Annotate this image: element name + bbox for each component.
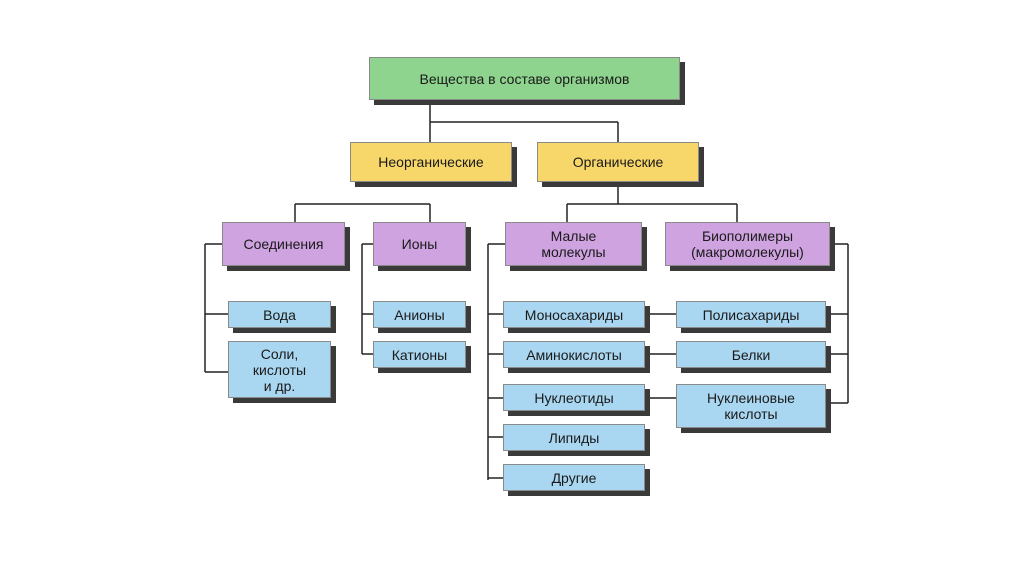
compounds-node: Соединения <box>222 222 345 266</box>
leaf-cations: Катионы <box>373 341 466 368</box>
leaf-other: Другие <box>503 464 645 491</box>
leaf-salts-acids: Соли, кислоты и др. <box>228 341 331 398</box>
organic-node: Органические <box>537 142 699 182</box>
leaf-amino-acids: Аминокислоты <box>503 341 645 368</box>
leaf-cations-label: Катионы <box>391 346 448 363</box>
leaf-nucleotides: Нуклеотиды <box>503 384 645 411</box>
leaf-proteins: Белки <box>676 341 826 368</box>
leaf-polysaccharides: Полисахариды <box>676 301 826 328</box>
leaf-salts-acids-label: Соли, кислоты и др. <box>252 345 307 394</box>
leaf-amino-acids-label: Аминокислоты <box>526 346 622 363</box>
leaf-anions-label: Анионы <box>394 306 445 323</box>
compounds-label: Соединения <box>243 236 324 252</box>
ions-node: Ионы <box>373 222 466 266</box>
leaf-water: Вода <box>228 301 331 328</box>
leaf-nucleic-acids-label: Нуклеиновые кислоты <box>707 390 795 422</box>
organic-label: Органические <box>572 154 664 170</box>
leaf-nucleic-acids: Нуклеиновые кислоты <box>676 384 826 428</box>
small-molecules-node: Малые молекулы <box>505 222 642 266</box>
leaf-lipids-label: Липиды <box>548 429 600 446</box>
leaf-nucleotides-label: Нуклеотиды <box>534 389 614 406</box>
ions-label: Ионы <box>401 236 438 252</box>
leaf-polysaccharides-label: Полисахариды <box>702 306 800 323</box>
leaf-other-label: Другие <box>551 469 597 486</box>
root-node: Вещества в составе организмов <box>369 57 680 100</box>
leaf-anions: Анионы <box>373 301 466 328</box>
biopolymers-node: Биополимеры (макромолекулы) <box>665 222 830 266</box>
leaf-lipids: Липиды <box>503 424 645 451</box>
leaf-proteins-label: Белки <box>731 346 771 363</box>
leaf-water-label: Вода <box>263 306 296 323</box>
root-label: Вещества в составе организмов <box>419 70 630 87</box>
inorganic-node: Неорганические <box>350 142 512 182</box>
biopolymers-label: Биополимеры (макромолекулы) <box>691 228 804 260</box>
small-molecules-label: Малые молекулы <box>541 228 606 260</box>
inorganic-label: Неорганические <box>378 154 484 170</box>
leaf-monosaccharides: Моносахариды <box>503 301 645 328</box>
leaf-monosaccharides-label: Моносахариды <box>524 306 624 323</box>
